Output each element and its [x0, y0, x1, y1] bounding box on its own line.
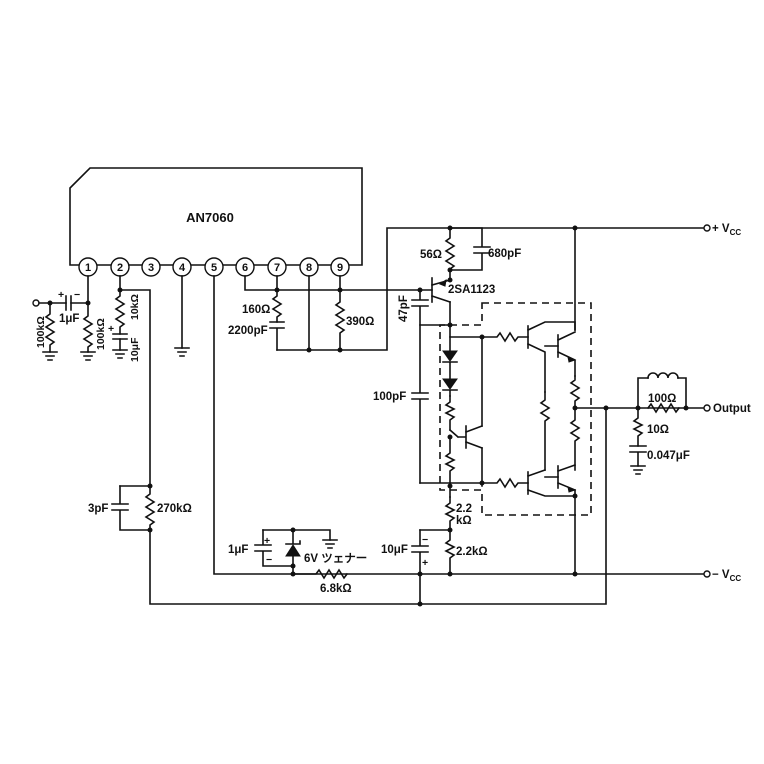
transistor-2sa1123: 2SA1123 — [430, 277, 495, 326]
pin345-wires — [174, 275, 421, 575]
pin-number-3: 3 — [148, 262, 154, 274]
label-c-10u-pin2: 10μF — [129, 337, 141, 362]
input-terminal — [32, 299, 40, 307]
svg-text:−: − — [74, 289, 80, 301]
label-c-100p: 100pF — [373, 391, 406, 403]
label-c-10u-bias: 10μF — [381, 544, 408, 556]
svg-text:+: + — [422, 557, 428, 569]
pin-number-8: 8 — [306, 262, 312, 274]
label-c-0047u: 0.047μF — [647, 450, 690, 462]
label-q-2sa1123: 2SA1123 — [448, 284, 495, 296]
label-c-1u-in: 1μF — [59, 313, 79, 325]
svg-text:−: − — [422, 534, 428, 546]
label-r-6k8: 6.8kΩ — [320, 583, 352, 595]
pin-number-9: 9 — [337, 262, 343, 274]
svg-text:+: + — [264, 535, 270, 547]
label-c-47p: 47pF — [398, 295, 410, 322]
label-zener: 6V ツェナー — [304, 552, 367, 565]
vcc-positive-terminal — [703, 224, 711, 232]
output-stage — [419, 321, 705, 575]
label-r-100k-a: 100kΩ — [35, 316, 47, 348]
output-stage-boundary — [439, 302, 592, 516]
label-r-2k2-top-a: 2.2 — [456, 503, 472, 515]
pin-number-7: 7 — [274, 262, 280, 274]
label-c-1u-zener: 1μF — [228, 544, 248, 556]
label-c-680p: 680pF — [488, 248, 521, 260]
label-output: Output — [713, 403, 751, 415]
vcc-negative-terminal — [703, 570, 711, 578]
label-r-100-out: 100Ω — [648, 393, 676, 405]
label-vcc-neg: − VCC — [712, 569, 741, 583]
svg-text:+: + — [108, 323, 114, 335]
pin-number-5: 5 — [211, 262, 217, 274]
pin-number-6: 6 — [242, 262, 248, 274]
label-r-56: 56Ω — [420, 249, 442, 261]
input-network: + − 1μF 100kΩ 100kΩ — [32, 275, 107, 361]
pin-number-4: 4 — [179, 262, 186, 274]
label-c-2200p: 2200pF — [228, 325, 268, 337]
label-r-100k-b: 100kΩ — [95, 318, 107, 350]
output-terminal — [703, 404, 711, 412]
pin-number-2: 2 — [117, 262, 123, 274]
ic-name: AN7060 — [186, 210, 234, 225]
label-vcc-pos: + VCC — [712, 223, 741, 237]
feedback-network: 3pF 270kΩ — [88, 407, 607, 605]
ic-pins: 1 2 3 4 5 6 7 8 9 — [78, 257, 350, 277]
label-r-10k: 10kΩ — [129, 294, 141, 320]
zener-reference: + − 1μF 6V ツェナー 6.8kΩ — [228, 527, 367, 595]
label-r-390: 390Ω — [346, 316, 374, 328]
pin2-network: 10kΩ + 10μF — [108, 275, 151, 487]
compensation-caps: 47pF 100pF — [373, 287, 453, 484]
pin-number-1: 1 — [85, 262, 91, 274]
vcc-negative: 2.2 kΩ 2.2kΩ − + 10μF − VCC — [381, 485, 741, 607]
pin-3 — [141, 257, 161, 277]
label-r-2k2-top-b: kΩ — [456, 515, 472, 527]
label-r-160: 160Ω — [242, 304, 270, 316]
svg-text:−: − — [266, 554, 272, 566]
label-r-10-out: 10Ω — [647, 424, 669, 436]
ic-an7060: AN7060 — [69, 167, 363, 266]
label-r-270k: 270kΩ — [157, 503, 192, 515]
bias-string — [442, 324, 485, 487]
pin6-9-network: 160Ω 2200pF 390Ω — [228, 227, 705, 353]
label-c-3p: 3pF — [88, 503, 108, 515]
svg-text:+: + — [58, 289, 64, 301]
vcc-positive: + VCC 56Ω 680pF — [420, 223, 741, 331]
label-r-2k2-bot: 2.2kΩ — [456, 546, 488, 558]
output-network: Output 100Ω 10Ω 0.047μF — [629, 372, 751, 475]
